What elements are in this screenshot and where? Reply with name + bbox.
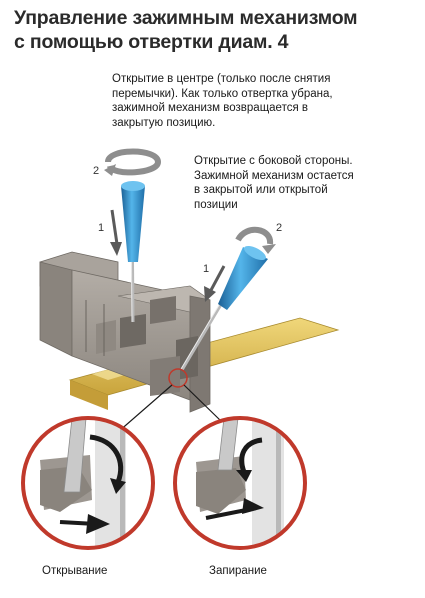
center-note-line-4: закрытую позицию. [112, 116, 216, 129]
locking-caption: Запирание [209, 565, 267, 577]
center-rotate-arrow [104, 148, 162, 176]
opening-caption: Открывание [42, 565, 108, 577]
side-rotate-step-label: 2 [276, 222, 282, 234]
callout-line-right [183, 384, 223, 423]
center-note-line-3: зажимной механизм возвращается в [112, 102, 308, 114]
center-opening-note: Открытие в центре (только после снятия п… [112, 72, 382, 130]
side-note-line-1: Открытие с боковой стороны. [194, 155, 353, 167]
callout-line-left [117, 384, 173, 433]
title-line-2: с помощью отвертки диам. 4 [14, 31, 289, 53]
center-push-arrow [110, 209, 122, 256]
center-push-step-label: 1 [98, 222, 104, 234]
page-title: Управление зажимным механизмом с помощью… [14, 6, 419, 54]
side-screwdriver [180, 245, 268, 371]
side-rotate-arrow [235, 227, 276, 254]
center-screwdriver [121, 181, 145, 323]
zoom-marker [168, 368, 188, 388]
center-note-line-1: Открытие в центре (только после снятия [112, 73, 331, 85]
side-opening-note: Открытие с боковой стороны. Зажимной мех… [194, 154, 404, 212]
side-note-line-3: в закрытой или открытой [194, 184, 328, 196]
locking-detail [173, 416, 307, 550]
title-line-1: Управление зажимным механизмом [14, 7, 358, 29]
opening-detail [21, 416, 155, 550]
side-push-step-label: 1 [203, 263, 209, 275]
side-push-arrow [204, 265, 226, 302]
terminal-block [39, 251, 211, 413]
center-note-line-2: перемычки). Как только отвертка убрана, [112, 87, 333, 100]
side-note-line-2: Зажимной механизм остается [194, 169, 354, 182]
center-rotate-step-label: 2 [93, 165, 99, 177]
side-note-line-4: позиции [194, 198, 238, 211]
